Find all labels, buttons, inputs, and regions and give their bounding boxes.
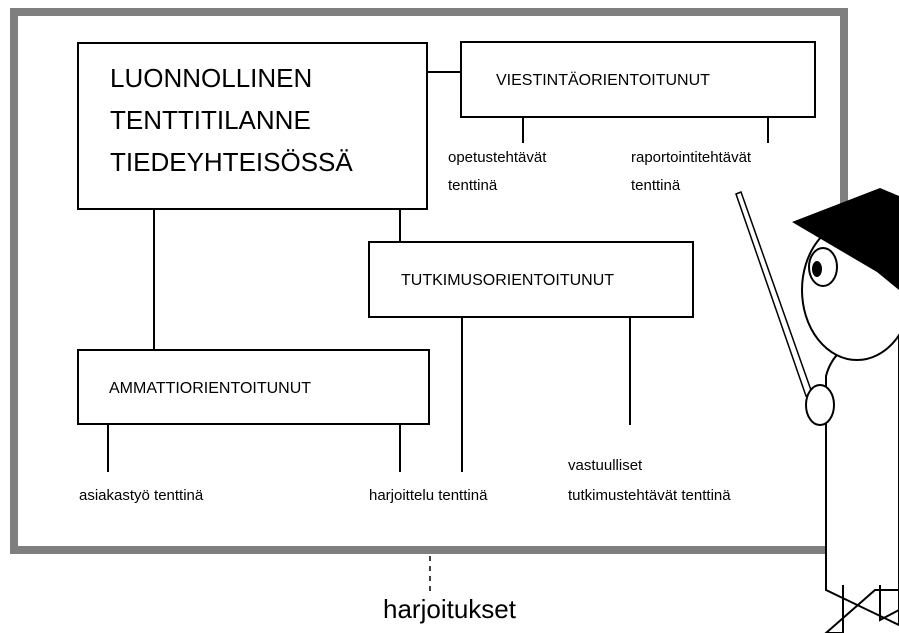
main-box-line-2: TENTTITILANNE xyxy=(110,105,311,135)
main-box-line-1: LUONNOLLINEN xyxy=(110,63,313,93)
leaf-reporting-line-1: raportointitehtävät xyxy=(631,149,752,166)
leaf-teaching-line-2: tenttinä xyxy=(448,177,498,194)
main-box: LUONNOLLINEN TENTTITILANNE TIEDEYHTEISÖS… xyxy=(77,42,428,210)
professional-box-label: AMMATTIORIENTOITUNUT xyxy=(109,380,312,397)
leaf-teaching-line-1: opetustehtävät xyxy=(448,149,547,166)
professional-box: AMMATTIORIENTOITUNUT xyxy=(77,349,430,425)
main-box-line-3: TIEDEYHTEISÖSSÄ xyxy=(110,147,353,177)
leaf-practice: harjoittelu tenttinä xyxy=(369,487,488,504)
leaf-research-line-1: vastuulliset xyxy=(568,457,643,474)
leaf-reporting-line-2: tenttinä xyxy=(631,177,681,194)
leaf-research-line-2: tutkimustehtävät tenttinä xyxy=(568,487,731,504)
leaf-client: asiakastyö tenttinä xyxy=(79,487,204,504)
research-box: TUTKIMUSORIENTOITUNUT xyxy=(368,241,694,318)
communication-box: VIESTINTÄORIENTOITUNUT xyxy=(460,41,816,118)
research-box-label: TUTKIMUSORIENTOITUNUT xyxy=(401,272,615,289)
caption: harjoitukset xyxy=(383,594,516,624)
communication-box-label: VIESTINTÄORIENTOITUNUT xyxy=(496,72,710,89)
